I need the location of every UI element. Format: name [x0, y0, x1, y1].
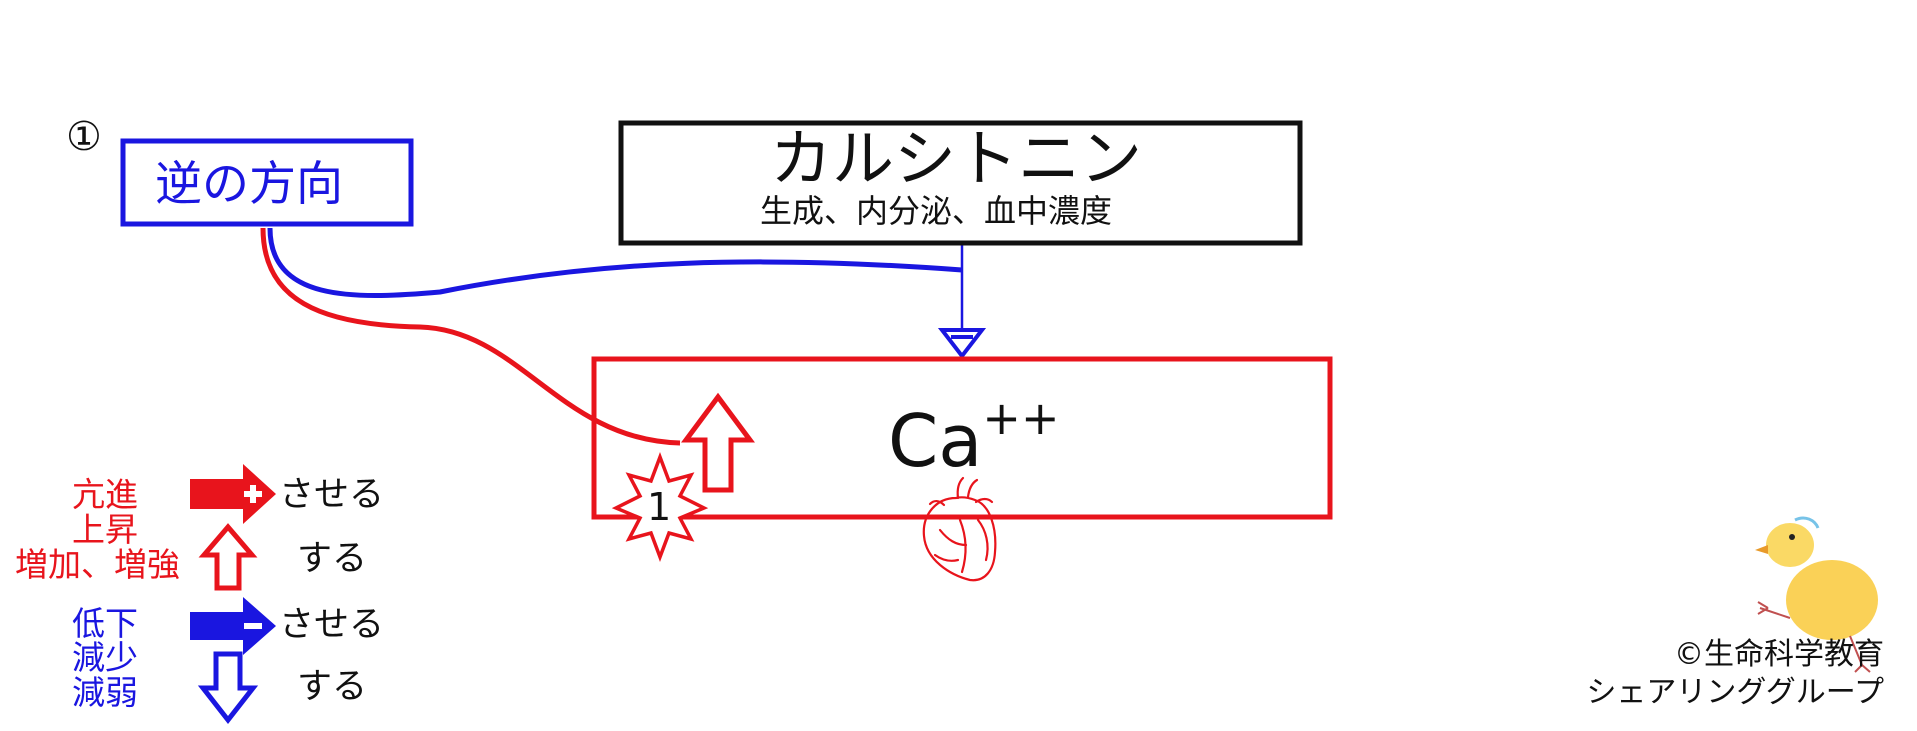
- chick-icon: [1755, 516, 1878, 673]
- starburst-icon: [611, 452, 709, 562]
- ca-superscript: ++: [982, 391, 1060, 445]
- starburst-number: 1: [647, 485, 672, 529]
- legend-red-solid-arrow-icon: [190, 464, 276, 524]
- copyright-line-1: ©生命科学教育: [1674, 637, 1884, 672]
- reverse-direction-box: [120, 138, 414, 227]
- legend-blue-label-1: 低下: [72, 604, 138, 643]
- legend-blue-down-arrow-icon: [197, 651, 259, 725]
- legend-blue-saseru: させる: [279, 605, 385, 645]
- calcitonin-subtitle: 生成、内分泌、血中濃度: [760, 192, 1113, 230]
- red-connector-curve: [260, 227, 681, 446]
- ca-base: Ca: [888, 399, 983, 483]
- ca-label: Ca++: [888, 395, 1060, 477]
- calcitonin-box: [618, 120, 1303, 246]
- blue-connector-curve: [267, 227, 963, 298]
- legend-blue-label-2: 減少: [72, 638, 138, 677]
- legend-red-label-3: 増加、増強: [15, 545, 180, 584]
- legend-red-label-1: 亢進: [72, 475, 138, 514]
- up-arrow-outline-icon: [681, 392, 755, 493]
- legend-red-up-arrow-icon: [198, 523, 258, 591]
- legend-red-label-2: 上昇: [72, 510, 138, 549]
- circle-number: ①: [66, 114, 102, 160]
- legend-blue-suru: する: [297, 667, 368, 707]
- legend-blue-solid-arrow-icon: [190, 597, 276, 655]
- legend-blue-label-3: 減弱: [72, 673, 138, 712]
- reverse-direction-label: 逆の方向: [155, 157, 343, 212]
- legend-red-saseru: させる: [279, 475, 385, 515]
- inhibit-arrowhead-icon: [937, 328, 987, 360]
- heart-icon: [922, 476, 997, 582]
- ca-box: [591, 356, 1333, 520]
- legend-red-suru: する: [297, 539, 368, 579]
- copyright-line-2: シェアリンググループ: [1586, 675, 1884, 710]
- calcitonin-title: カルシトニン: [770, 122, 1143, 195]
